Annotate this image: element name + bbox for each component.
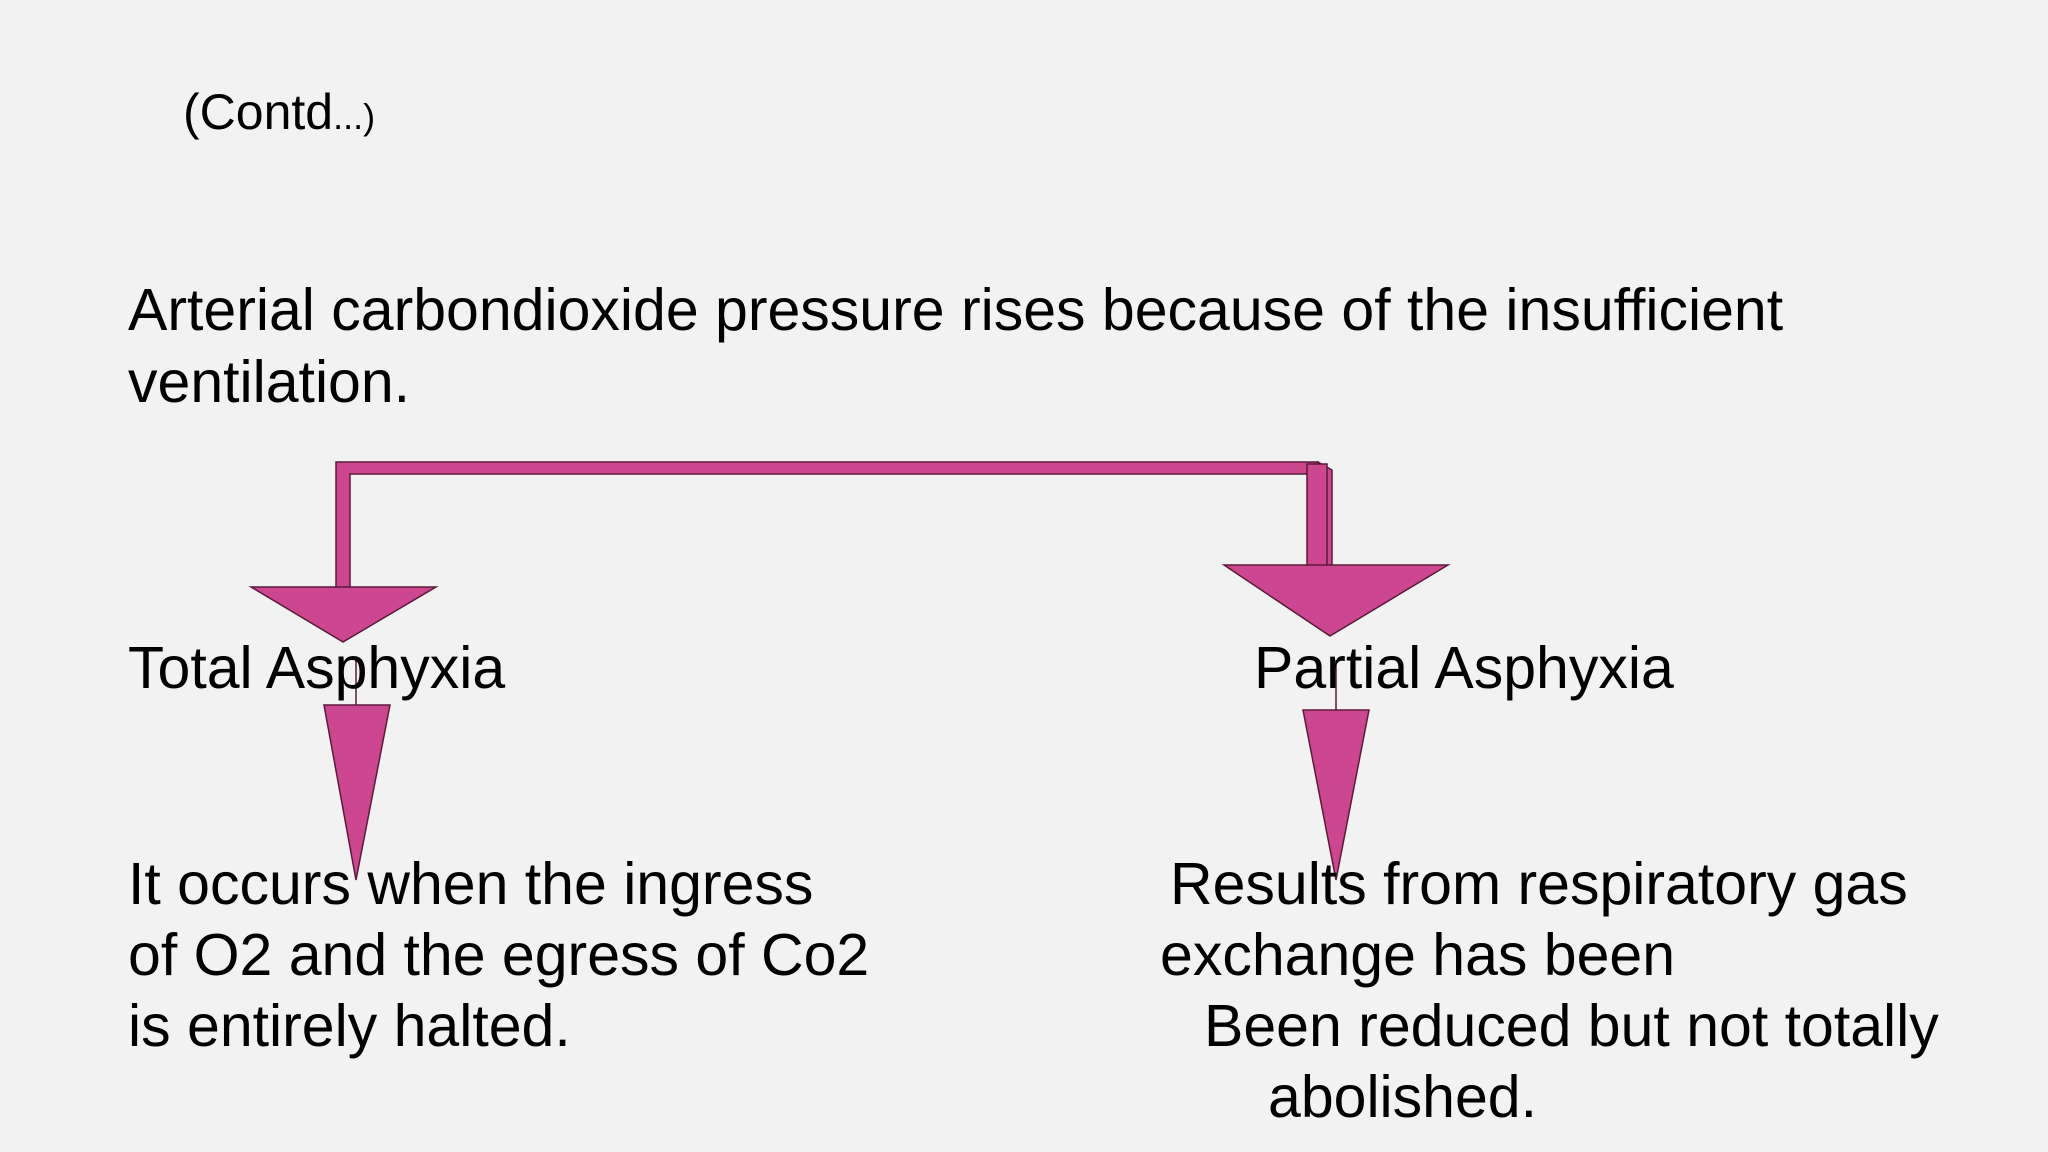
total-asphyxia-title: Total Asphyxia bbox=[128, 635, 506, 701]
partial-asphyxia-title: Partial Asphyxia bbox=[1254, 635, 1674, 701]
right-shaft bbox=[1306, 463, 1328, 567]
arrow-head-total bbox=[248, 586, 439, 643]
partial-desc-line-2: exchange has been bbox=[1160, 922, 1676, 988]
partial-desc-line-1: Results from respiratory gas bbox=[1170, 851, 1908, 917]
contd-label: (Contd...) bbox=[183, 82, 375, 147]
contd-main: (Contd bbox=[183, 84, 334, 140]
contd-ellipsis: ...) bbox=[333, 96, 376, 137]
arrow-down-partial bbox=[1302, 709, 1370, 881]
total-desc-line-3: is entirely halted. bbox=[128, 993, 571, 1059]
total-desc-line-2: of O2 and the egress of Co2 bbox=[128, 922, 870, 988]
connector-bar bbox=[335, 460, 1333, 591]
statement-line-2: ventilation. bbox=[128, 349, 411, 415]
statement-line-1: Arterial carbondioxide pressure rises be… bbox=[128, 277, 1784, 343]
partial-desc-line-3: Been reduced but not totally bbox=[1204, 993, 1939, 1059]
partial-desc-line-4: abolished. bbox=[1268, 1064, 1537, 1130]
arrow-down-total bbox=[323, 704, 391, 881]
arrow-head-partial bbox=[1221, 564, 1451, 637]
total-desc-line-1: It occurs when the ingress bbox=[128, 851, 814, 917]
